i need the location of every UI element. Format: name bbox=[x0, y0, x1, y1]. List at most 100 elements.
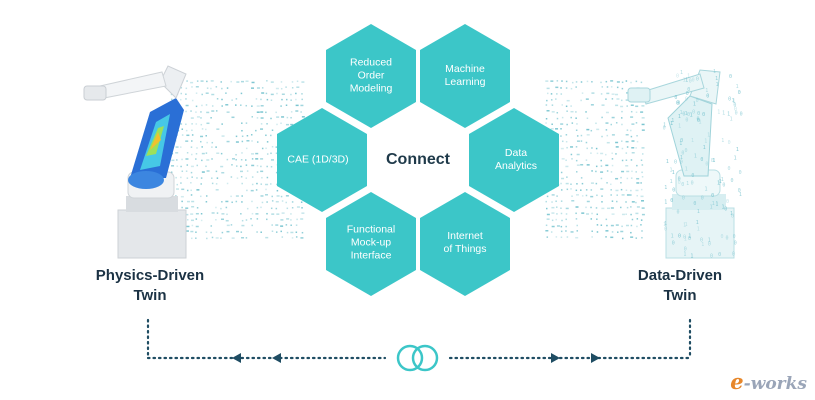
svg-text:1: 1 bbox=[721, 138, 724, 144]
svg-text:1: 1 bbox=[671, 118, 674, 124]
svg-text:0: 0 bbox=[687, 112, 690, 118]
svg-text:1: 1 bbox=[678, 124, 681, 130]
physics-twin-label: Physics-Driven Twin bbox=[95, 267, 205, 304]
hexagon-group bbox=[277, 24, 559, 296]
svg-text:1: 1 bbox=[685, 111, 688, 117]
svg-text:0: 0 bbox=[674, 159, 677, 165]
svg-text:0: 0 bbox=[663, 126, 666, 132]
svg-text:1: 1 bbox=[708, 238, 711, 244]
svg-text:0: 0 bbox=[687, 87, 690, 93]
svg-text:0: 0 bbox=[697, 111, 700, 117]
svg-text:0: 0 bbox=[685, 117, 688, 123]
hexagon-cae bbox=[277, 108, 367, 212]
svg-text:1: 1 bbox=[717, 181, 720, 187]
svg-text:0: 0 bbox=[706, 93, 709, 99]
svg-text:0: 0 bbox=[710, 253, 713, 259]
svg-text:0: 0 bbox=[677, 101, 680, 107]
svg-text:0: 0 bbox=[728, 140, 731, 146]
svg-text:1: 1 bbox=[730, 116, 733, 122]
svg-text:1: 1 bbox=[685, 166, 688, 172]
svg-text:1: 1 bbox=[690, 253, 693, 259]
hexagon-reduced-order bbox=[326, 24, 416, 128]
svg-text:1: 1 bbox=[713, 69, 716, 75]
hexagon-label-data-analytics: Data Analytics bbox=[494, 147, 537, 172]
svg-text:1: 1 bbox=[683, 78, 686, 84]
svg-text:1: 1 bbox=[697, 226, 700, 232]
svg-text:1: 1 bbox=[722, 111, 725, 117]
svg-text:0: 0 bbox=[708, 242, 711, 248]
svg-text:0: 0 bbox=[680, 138, 683, 144]
svg-text:0: 0 bbox=[724, 207, 727, 213]
svg-text:1: 1 bbox=[739, 192, 742, 198]
svg-text:0: 0 bbox=[732, 252, 735, 258]
svg-text:0: 0 bbox=[711, 193, 714, 199]
svg-text:1: 1 bbox=[710, 205, 713, 211]
svg-text:0: 0 bbox=[681, 182, 684, 188]
svg-text:1: 1 bbox=[705, 187, 708, 193]
svg-text:1: 1 bbox=[670, 168, 673, 174]
svg-text:0: 0 bbox=[728, 96, 731, 102]
svg-text:1: 1 bbox=[694, 154, 697, 160]
svg-text:0: 0 bbox=[729, 74, 732, 80]
logo-e: e bbox=[730, 369, 744, 394]
link-rings-icon bbox=[396, 344, 439, 372]
hexagon-iot bbox=[420, 192, 510, 296]
svg-text:1: 1 bbox=[732, 99, 735, 105]
svg-text:1: 1 bbox=[730, 211, 733, 217]
svg-text:0: 0 bbox=[726, 199, 729, 205]
svg-text:0: 0 bbox=[711, 158, 714, 164]
svg-text:0: 0 bbox=[681, 151, 684, 157]
svg-text:0: 0 bbox=[693, 201, 696, 207]
svg-text:0: 0 bbox=[735, 110, 738, 116]
svg-text:1: 1 bbox=[736, 84, 739, 90]
svg-text:0: 0 bbox=[670, 198, 673, 204]
svg-text:0: 0 bbox=[678, 180, 681, 186]
svg-text:1: 1 bbox=[727, 112, 730, 118]
arrow-right-1-icon bbox=[551, 353, 560, 363]
svg-text:0: 0 bbox=[700, 157, 703, 163]
svg-text:1: 1 bbox=[697, 209, 700, 215]
svg-text:1: 1 bbox=[679, 141, 682, 147]
hexagon-data-analytics bbox=[469, 108, 559, 212]
svg-text:0: 0 bbox=[734, 106, 737, 112]
svg-text:1: 1 bbox=[704, 138, 707, 144]
arrowheads bbox=[232, 353, 600, 363]
arrow-left-2-icon bbox=[272, 353, 281, 363]
svg-text:1: 1 bbox=[683, 252, 686, 258]
svg-text:0: 0 bbox=[678, 234, 681, 240]
svg-text:1: 1 bbox=[670, 179, 673, 185]
svg-text:1: 1 bbox=[672, 170, 675, 176]
svg-text:1: 1 bbox=[703, 145, 706, 151]
svg-text:0: 0 bbox=[718, 252, 721, 258]
svg-text:0: 0 bbox=[739, 170, 742, 176]
svg-text:1: 1 bbox=[734, 155, 737, 161]
svg-text:0: 0 bbox=[664, 227, 667, 233]
svg-text:0: 0 bbox=[705, 162, 708, 168]
svg-text:1: 1 bbox=[663, 222, 666, 228]
center-label-connect: Connect bbox=[386, 151, 450, 168]
hexagon-machine-learning bbox=[420, 24, 510, 128]
svg-text:0: 0 bbox=[725, 235, 728, 241]
svg-text:0: 0 bbox=[702, 112, 705, 118]
hexagon-label-fmi: Functional Mock-up Interface bbox=[346, 223, 396, 262]
svg-text:0: 0 bbox=[692, 110, 695, 116]
arrow-left-1-icon bbox=[232, 353, 241, 363]
svg-text:1: 1 bbox=[712, 158, 715, 164]
svg-text:0: 0 bbox=[733, 102, 736, 108]
svg-text:0: 0 bbox=[678, 177, 681, 183]
svg-text:0: 0 bbox=[685, 148, 688, 154]
svg-text:1: 1 bbox=[678, 114, 681, 120]
svg-text:1: 1 bbox=[691, 138, 694, 144]
svg-text:1: 1 bbox=[663, 122, 666, 128]
svg-text:0: 0 bbox=[680, 160, 683, 166]
svg-text:0: 0 bbox=[700, 237, 703, 243]
svg-text:1: 1 bbox=[715, 76, 718, 82]
svg-text:0: 0 bbox=[722, 183, 725, 189]
hexagon-fmi bbox=[326, 192, 416, 296]
svg-text:1: 1 bbox=[664, 185, 667, 191]
svg-text:0: 0 bbox=[689, 79, 692, 85]
svg-text:1: 1 bbox=[666, 159, 669, 165]
hexagon-label-reduced-order: Reduced Order Modeling bbox=[349, 56, 393, 95]
physics-robot-illustration bbox=[83, 65, 187, 259]
